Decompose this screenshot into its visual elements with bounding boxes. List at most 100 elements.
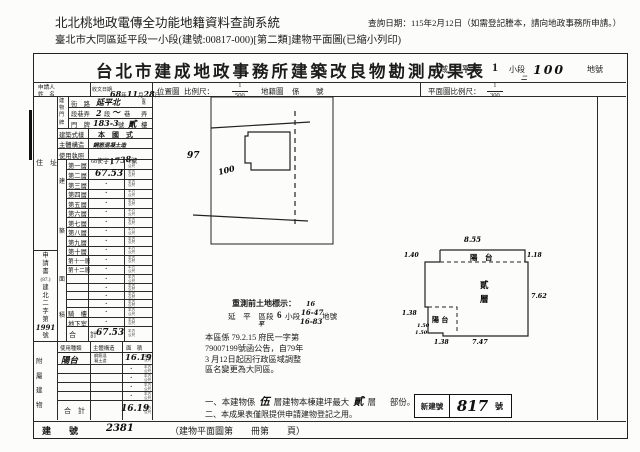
unit-sqm: 平方公尺: [128, 169, 136, 178]
dim-step2: 1.50: [415, 330, 428, 336]
floor-label: 第一層: [68, 163, 87, 170]
unit-sqm: 平方公尺: [144, 383, 152, 391]
unit-sqm: 平方公尺: [144, 374, 152, 382]
address-block-char: 牌: [59, 119, 65, 126]
new-building-no-suffix: 號: [495, 401, 503, 411]
remeasure-lot-mid: 16-47: [301, 308, 324, 317]
style-value: 本 國 式: [98, 130, 133, 139]
value-dot: ·: [105, 217, 108, 226]
street-suffix: 街路: [142, 97, 146, 106]
section-label: 段: [472, 65, 480, 74]
section-lane-label: 段巷弄: [71, 111, 90, 118]
remeasure-lot-top: 16: [306, 300, 316, 308]
floor2-value: 67.53: [95, 168, 124, 179]
area-block-char: 建: [59, 179, 66, 185]
announcement-line: 本區係 79.2.15 府民一字第: [205, 333, 300, 342]
value-dot: ·: [105, 179, 108, 188]
location-map-label: 位置圖: [157, 87, 180, 96]
floor-label: 第四層: [68, 192, 87, 199]
remeasure-district: 延 平 區: [228, 312, 266, 321]
unit-sqm: 平方公尺: [128, 189, 136, 197]
attached-use-value: 陽台: [61, 356, 79, 366]
license-suffix: 號: [131, 159, 138, 165]
unit-sqm: 平方公尺: [128, 317, 136, 326]
location-scale-fraction: 1 500: [232, 82, 248, 100]
attached-structure-header: 主體構造: [93, 345, 115, 352]
floor-label: 第二層: [68, 172, 87, 180]
district-label: 區域: [432, 65, 448, 74]
unit-sqm: 平方公尺: [128, 160, 136, 168]
value-dot: ·: [130, 374, 133, 382]
floor-label: 第十層: [68, 249, 87, 256]
subsection-note: 二: [521, 75, 528, 82]
floor-level-char2: 層: [480, 294, 489, 305]
floor-label: 第七層: [68, 220, 87, 228]
announcement-line: 區名變更為大同區。: [205, 365, 279, 375]
building-no-value: 2381: [106, 422, 134, 434]
value-dot: ·: [130, 392, 133, 400]
unit-sqm: 平方公尺: [128, 246, 136, 254]
value-dot: ·: [105, 299, 108, 308]
value-dot: ·: [105, 265, 108, 273]
floor-label: 第六層: [68, 211, 87, 218]
plan-scale-fraction: 1 300: [487, 82, 503, 100]
note-1: 一、本建物係伍層建物本棟建坪最大貳層部份。: [205, 396, 416, 408]
door-label: 門 牌: [71, 121, 90, 129]
remeasure-hand-mark: 平: [258, 321, 265, 328]
license-prefix: 68使字: [91, 159, 110, 165]
applicant-label-1: 申請人: [38, 85, 55, 91]
received-date-label: 收文日期: [92, 88, 113, 93]
lot-value: 100: [533, 62, 566, 77]
floor-label: 第十一層: [68, 258, 91, 265]
survey-table-border: [33, 53, 628, 439]
value-dot: ·: [105, 291, 108, 300]
location-map: 97 100: [187, 96, 334, 245]
floor-label: 第十二層: [68, 268, 91, 274]
value-dot: ·: [105, 246, 108, 254]
value-dot: ·: [105, 198, 108, 207]
new-building-no-value: 817: [456, 397, 489, 415]
area-block-char: 面: [59, 277, 66, 283]
plan-scale-den: 300: [487, 90, 503, 100]
plan-book-note: （建物平面圖第 冊第 頁）: [170, 426, 306, 436]
section-value: 2: [96, 107, 102, 118]
unit-sqm: 平方公尺: [128, 217, 136, 226]
doc-subtitle: 臺北市大同區延平段一小段(建號:00817-000)[第二類]建物平面圖(已縮小…: [55, 35, 402, 46]
value-dot: ·: [105, 160, 108, 168]
address-block-char: 建: [59, 98, 65, 104]
parcel-100-label: 100: [217, 163, 236, 177]
unit-sqm: 平方公尺: [128, 227, 136, 235]
dim-top-right: 1.18: [527, 252, 542, 259]
received-year: 68: [110, 89, 122, 99]
note1-floors-value: 伍: [259, 396, 270, 408]
arcade-label: 騎 樓: [68, 311, 87, 318]
unit-sqm: 平方公尺: [128, 255, 136, 264]
floor-plan: 8.55 1.40 1.18 陽 台 貳 層 7.62 1.38 陽 台 1.5…: [402, 235, 547, 346]
remeasure-subsection-label: 小段: [285, 312, 301, 321]
lot-label: 地號: [587, 65, 603, 74]
unit-sqm: 平方公尺: [128, 299, 136, 308]
dim-bottom-small: 1.38: [434, 339, 449, 346]
cadastral-label: 地籍圖: [261, 87, 284, 96]
basement-label: 地下室: [68, 320, 87, 328]
building-no-label: 建 號: [42, 426, 79, 436]
balcony-top-label: 陽 台: [470, 252, 493, 262]
unit-sqm: 平方公尺: [128, 283, 136, 292]
lane-unit: 巷: [124, 111, 131, 118]
unit-sqm: 平方公尺: [128, 179, 136, 188]
attached-building-label: 附 屬 建 物: [36, 358, 43, 409]
floor-label: 第八層: [68, 230, 87, 237]
plan-scale-num: 1: [493, 82, 497, 89]
dim-top-width: 8.55: [464, 235, 481, 244]
door-floor-unit: 樓: [141, 121, 148, 129]
scan-fold-mark: [29, 110, 32, 160]
value-dot: ·: [130, 383, 133, 391]
section-unit: 段: [104, 111, 111, 118]
value-dot: ·: [130, 365, 133, 373]
structure-value: 鋼筋混凝土造: [93, 142, 127, 149]
value-dot: ·: [105, 236, 108, 245]
location-scale-den: 500: [232, 90, 248, 100]
floor-label: 第五層: [68, 201, 87, 209]
location-scale-num: 1: [238, 82, 242, 89]
